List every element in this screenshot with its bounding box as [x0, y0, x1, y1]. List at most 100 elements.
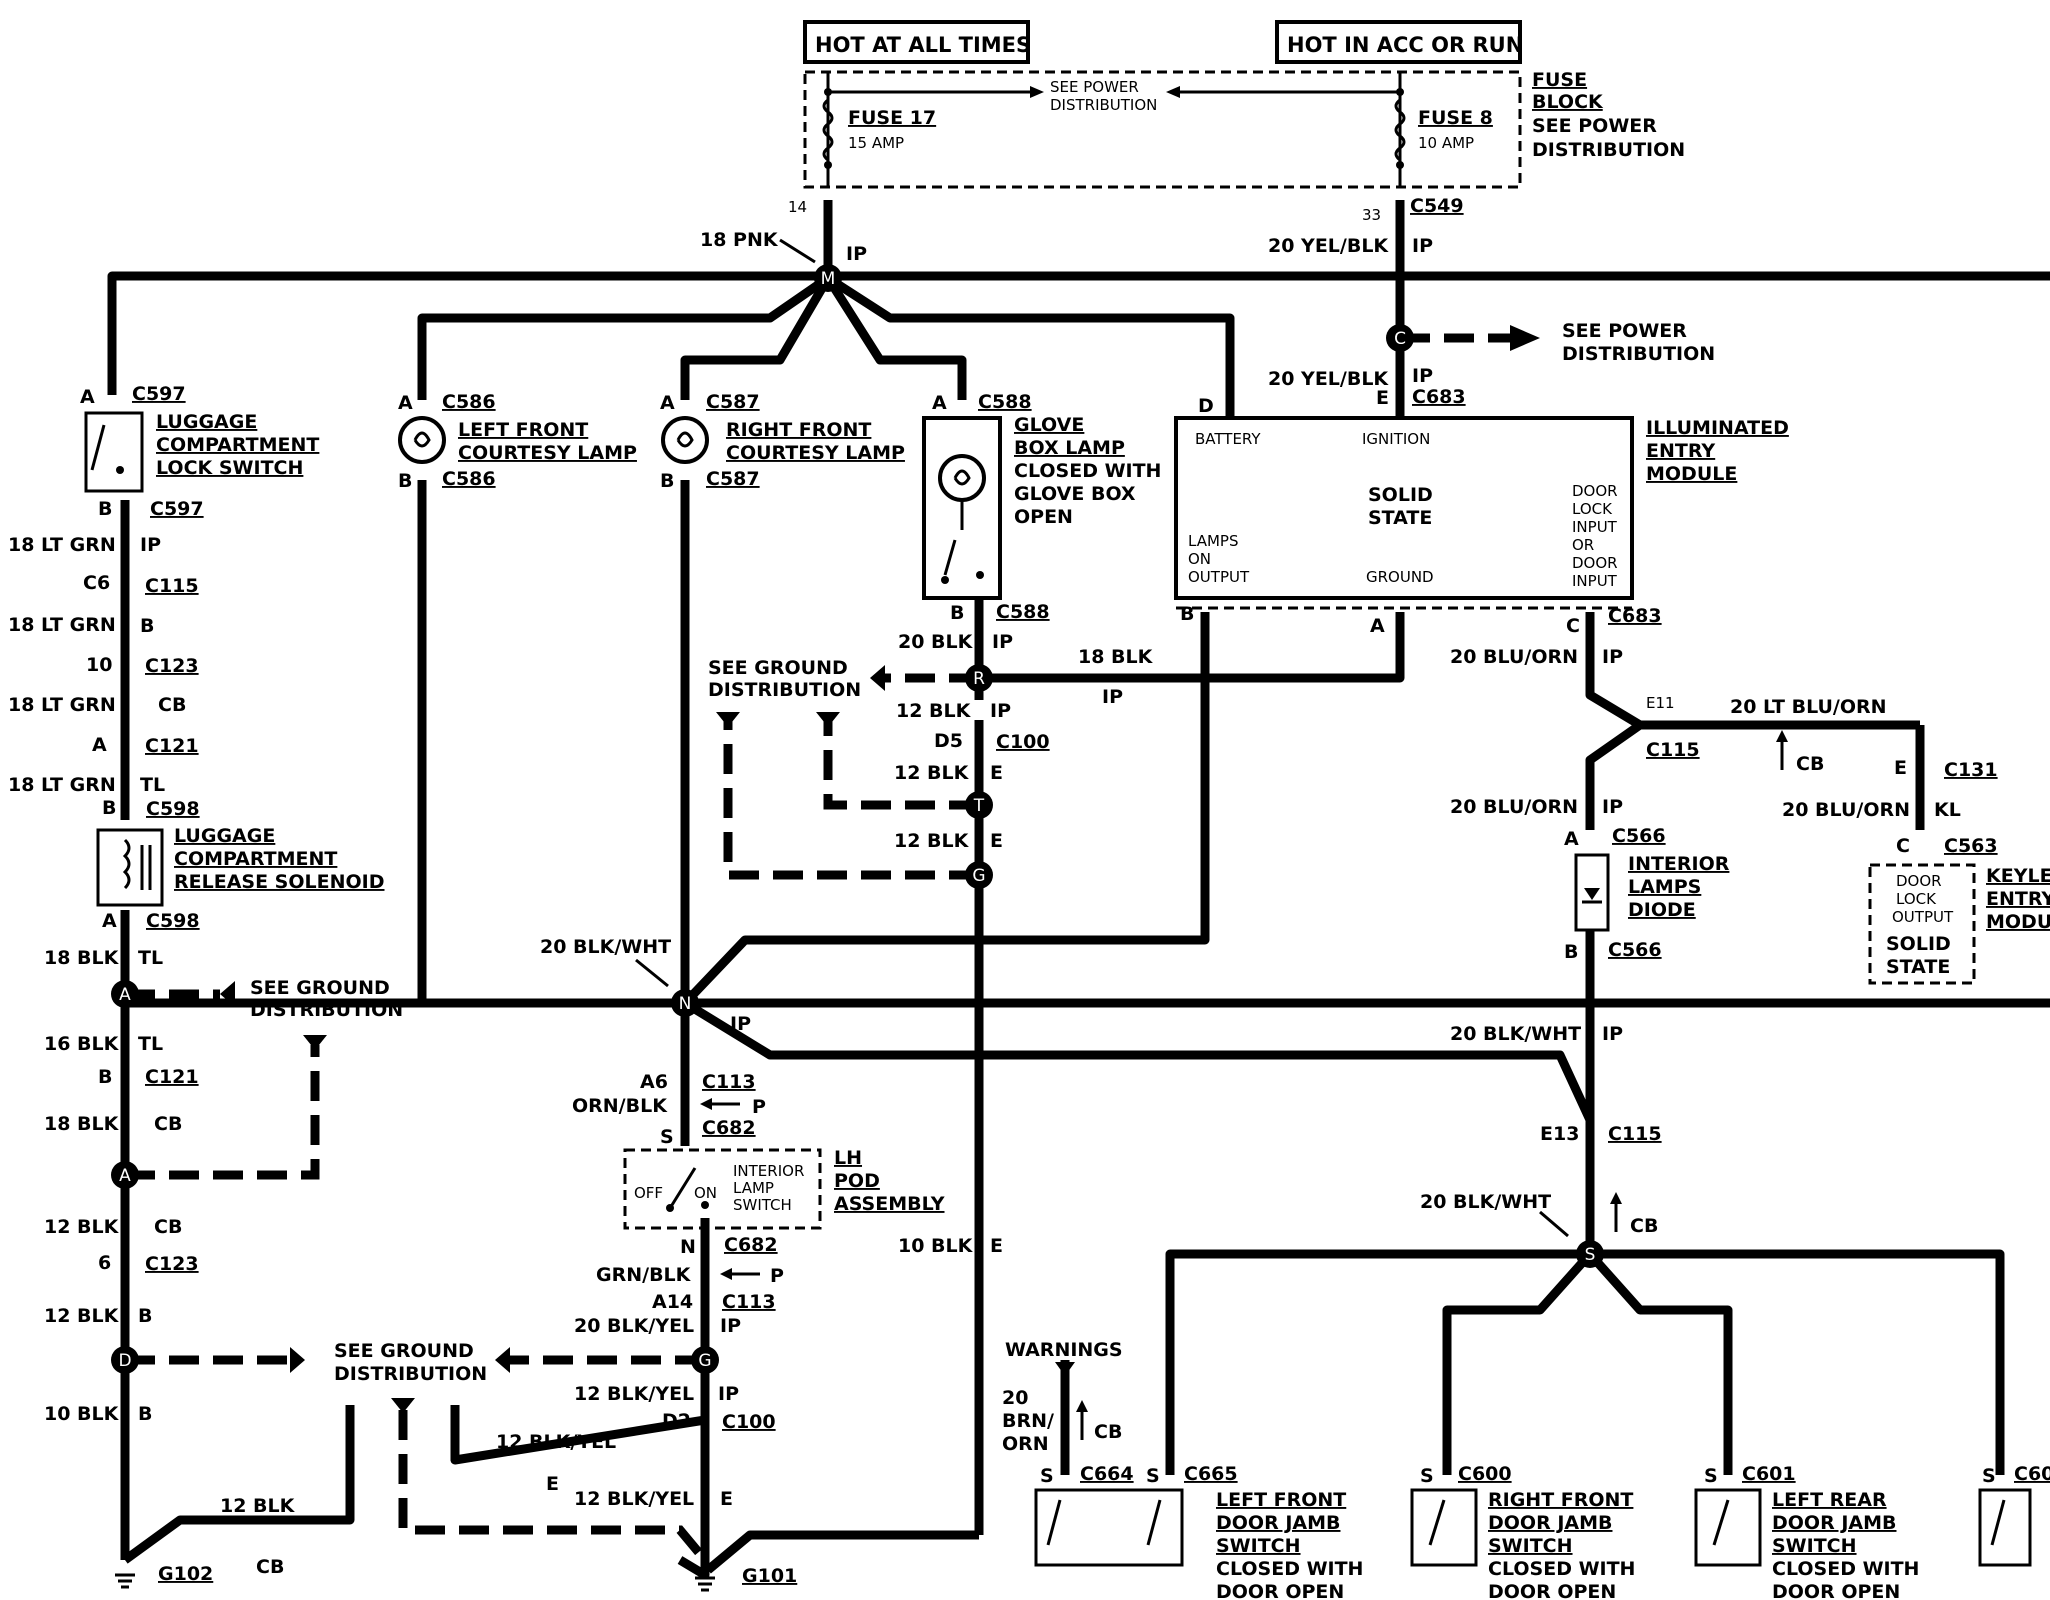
svg-text:ILLUMINATED: ILLUMINATED [1646, 417, 1789, 439]
illuminated-entry-module: BATTERY IGNITION SOLID STATE DOOR LOCK I… [1174, 416, 1634, 610]
fuse-block-note2: DISTRIBUTION [1532, 139, 1685, 161]
fuse-block-title2: BLOCK [1532, 91, 1604, 113]
svg-text:20 YEL/BLK: 20 YEL/BLK [1268, 235, 1389, 257]
left-front-courtesy-lamp [398, 416, 446, 464]
svg-text:C115: C115 [1646, 739, 1700, 761]
svg-text:DISTRIBUTION: DISTRIBUTION [250, 999, 403, 1021]
svg-text:CLOSED WITH: CLOSED WITH [1216, 1558, 1363, 1580]
svg-text:12 BLK: 12 BLK [220, 1495, 296, 1517]
svg-text:A: A [398, 392, 413, 414]
svg-text:COMPARTMENT: COMPARTMENT [156, 434, 319, 456]
svg-text:OPEN: OPEN [1014, 506, 1073, 528]
svg-text:20 BLK/YEL: 20 BLK/YEL [574, 1315, 694, 1337]
left-column-labels: A C597 LUGGAGE COMPARTMENT LOCK SWITCH B… [8, 383, 487, 1585]
svg-text:IP: IP [1412, 365, 1433, 387]
svg-text:P: P [752, 1096, 766, 1118]
svg-text:C566: C566 [1612, 825, 1666, 847]
svg-text:20 BLU/ORN: 20 BLU/ORN [1450, 796, 1578, 818]
svg-text:DOOR OPEN: DOOR OPEN [1772, 1581, 1900, 1600]
svg-text:SEE POWER: SEE POWER [1050, 78, 1139, 96]
keyless-entry-module: DOOR LOCK OUTPUT SOLID STATE [1868, 863, 1976, 985]
fuse-block: SEE POWER DISTRIBUTION FUSE 17 15 AMP FU… [803, 70, 1522, 189]
svg-text:CLOSED WITH: CLOSED WITH [1772, 1558, 1919, 1580]
svg-text:OUTPUT: OUTPUT [1892, 908, 1954, 926]
svg-text:DISTRIBUTION: DISTRIBUTION [708, 679, 861, 701]
svg-text:IP: IP [720, 1315, 741, 1337]
svg-text:20 BLK: 20 BLK [898, 631, 974, 653]
svg-text:IP: IP [140, 534, 161, 556]
svg-text:C665: C665 [1184, 1463, 1238, 1485]
svg-text:DOOR JAMB: DOOR JAMB [1216, 1512, 1340, 1534]
svg-text:LAMPS: LAMPS [1628, 876, 1701, 898]
svg-text:ASSEMBLY: ASSEMBLY [834, 1193, 945, 1215]
svg-text:12 BLK: 12 BLK [896, 700, 972, 722]
svg-text:IP: IP [1602, 796, 1623, 818]
svg-text:D: D [118, 1351, 131, 1371]
svg-text:18 LT GRN: 18 LT GRN [8, 774, 116, 796]
svg-text:IP: IP [1102, 686, 1123, 708]
svg-text:DOOR OPEN: DOOR OPEN [1216, 1581, 1344, 1600]
svg-text:C123: C123 [145, 1253, 199, 1275]
svg-text:C566: C566 [1608, 939, 1662, 961]
svg-text:CLOSED WITH: CLOSED WITH [1014, 460, 1161, 482]
right-labels: 20 BLU/ORN IP E11 20 LT BLU/ORN C115 CB … [1420, 646, 2050, 1238]
svg-text:C586: C586 [442, 468, 496, 490]
svg-text:18 BLK: 18 BLK [1078, 646, 1154, 668]
svg-text:S: S [1585, 1245, 1596, 1265]
svg-text:TL: TL [138, 1033, 163, 1055]
svg-text:15 AMP: 15 AMP [848, 134, 904, 152]
svg-text:DISTRIBUTION: DISTRIBUTION [334, 1363, 487, 1385]
svg-text:IP: IP [990, 700, 1011, 722]
svg-text:D2: D2 [662, 1410, 691, 1432]
svg-text:20 BLU/ORN: 20 BLU/ORN [1450, 646, 1578, 668]
svg-text:WARNINGS: WARNINGS [1005, 1339, 1123, 1361]
svg-text:18 PNK: 18 PNK [700, 229, 779, 251]
svg-text:C598: C598 [146, 798, 200, 820]
svg-text:SWITCH: SWITCH [1216, 1535, 1301, 1557]
svg-text:G: G [698, 1351, 711, 1371]
svg-text:E: E [546, 1473, 559, 1495]
svg-text:C683: C683 [1412, 386, 1466, 408]
svg-text:HOT IN ACC OR RUN: HOT IN ACC OR RUN [1287, 33, 1523, 57]
svg-text:10: 10 [86, 654, 112, 676]
svg-text:SEE GROUND: SEE GROUND [708, 657, 848, 679]
svg-text:C588: C588 [996, 601, 1050, 623]
svg-text:A: A [660, 392, 675, 414]
fuse-block-note: SEE POWER [1532, 115, 1657, 137]
svg-text:P: P [770, 1265, 784, 1287]
svg-text:18 BLK: 18 BLK [44, 947, 120, 969]
svg-text:12 BLK: 12 BLK [44, 1216, 120, 1238]
wires [107, 200, 2050, 1580]
svg-text:C: C [1566, 615, 1580, 637]
svg-text:T: T [973, 796, 985, 816]
svg-text:LEFT FRONT: LEFT FRONT [1216, 1489, 1346, 1511]
svg-text:C115: C115 [1608, 1123, 1662, 1145]
svg-text:12 BLK: 12 BLK [894, 830, 970, 852]
svg-text:DOOR: DOOR [1896, 872, 1942, 890]
svg-text:RELEASE SOLENOID: RELEASE SOLENOID [174, 871, 385, 893]
svg-text:N: N [680, 1236, 696, 1258]
svg-text:BATTERY: BATTERY [1195, 430, 1261, 448]
svg-text:C123: C123 [145, 655, 199, 677]
door-labels: WARNINGS 20 BRN/ ORN CB S C664 S C665 LE… [1002, 1339, 2050, 1600]
svg-text:LAMPS: LAMPS [1188, 532, 1238, 550]
svg-text:E: E [990, 830, 1003, 852]
svg-text:C60: C60 [2014, 1463, 2050, 1485]
svg-text:A: A [102, 910, 117, 932]
svg-text:DISTRIBUTION: DISTRIBUTION [1562, 343, 1715, 365]
svg-text:E: E [720, 1488, 733, 1510]
ground-symbols [115, 1573, 715, 1592]
svg-text:20 BLK/WHT: 20 BLK/WHT [1450, 1023, 1581, 1045]
svg-text:M: M [821, 269, 836, 289]
svg-text:R: R [973, 669, 985, 689]
svg-text:B: B [1180, 603, 1194, 625]
svg-text:G: G [972, 866, 985, 886]
svg-text:LEFT FRONT: LEFT FRONT [458, 419, 588, 441]
svg-text:14: 14 [788, 198, 807, 216]
svg-text:INPUT: INPUT [1572, 518, 1618, 536]
svg-text:IP: IP [992, 631, 1013, 653]
svg-text:IP: IP [1602, 1023, 1623, 1045]
svg-text:SEE GROUND: SEE GROUND [250, 977, 390, 999]
svg-text:B: B [660, 470, 674, 492]
svg-text:SWITCH: SWITCH [1772, 1535, 1857, 1557]
